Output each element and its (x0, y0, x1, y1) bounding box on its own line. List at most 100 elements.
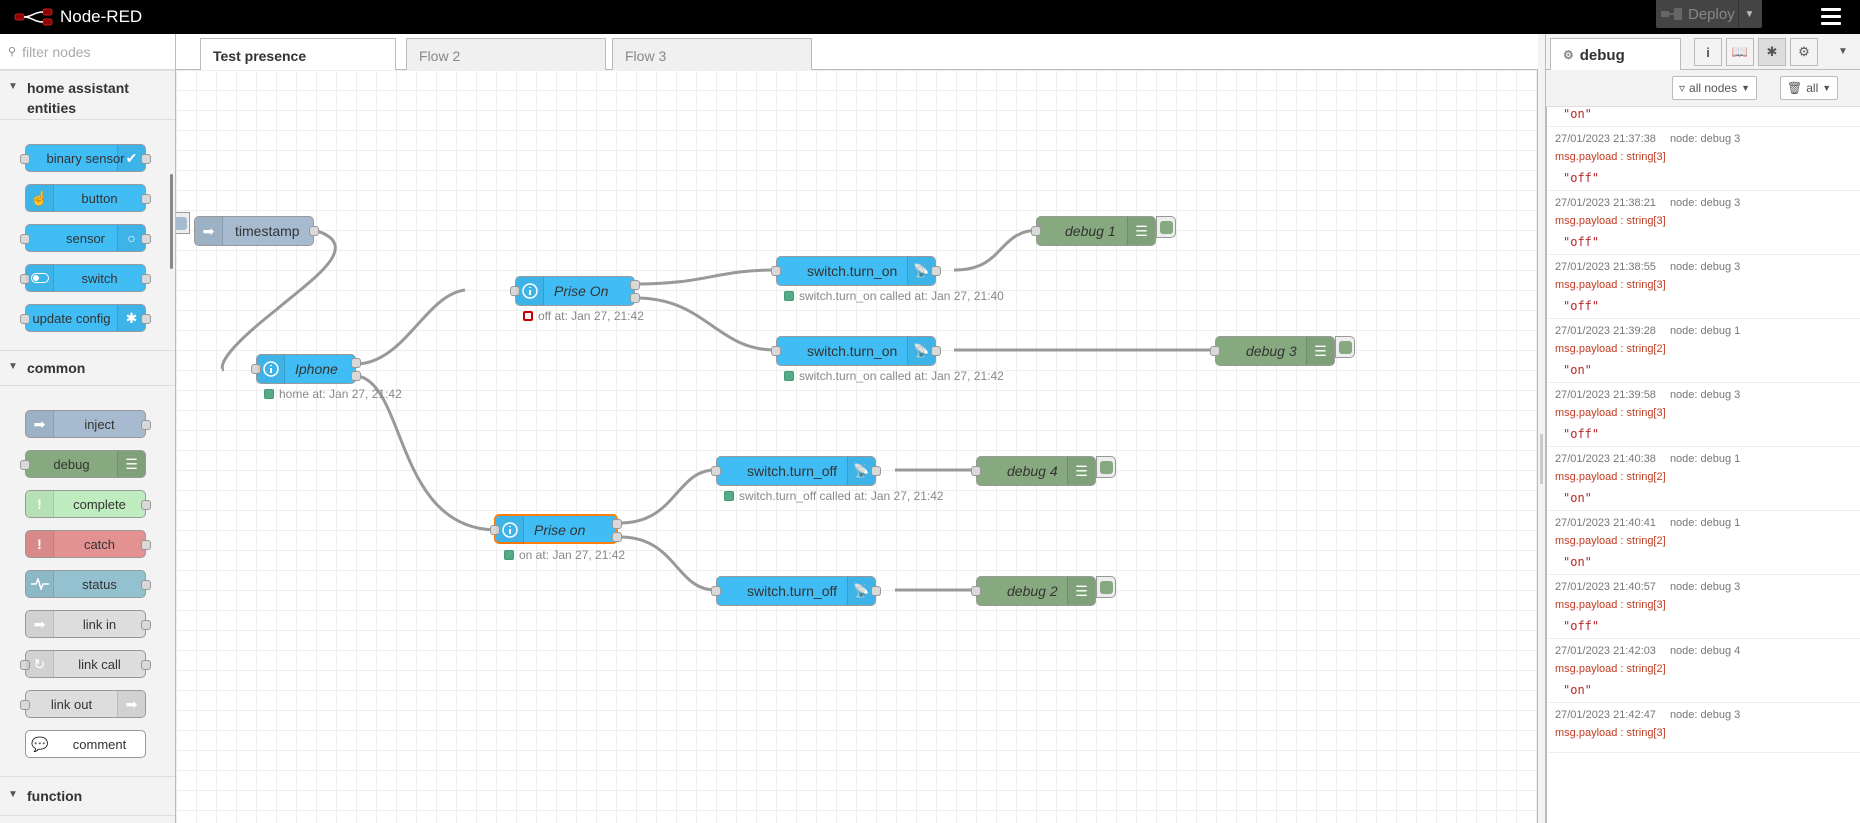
tab-debug[interactable]: ⚙ debug (1550, 38, 1681, 71)
router-icon: 📡 (847, 457, 875, 485)
deploy-dropdown-caret-icon[interactable]: ▼ (1738, 0, 1760, 28)
tab-flow-2[interactable]: Flow 2 (406, 38, 606, 70)
flow-node-debug-2[interactable]: debug 2 ☰ (971, 576, 1096, 606)
exclamation-icon: ! (26, 531, 54, 557)
sidebar: ⚙ debug i 📖 ✱ ⚙ ▼ ▿ all nodes ▼ 🗑 all ▼ … (1546, 34, 1860, 823)
palette-node-complete[interactable]: ! complete (25, 490, 151, 518)
palette-node-link-in[interactable]: ➡ link in (25, 610, 151, 638)
chevron-down-icon: ▼ (8, 789, 18, 800)
wire[interactable] (635, 268, 776, 286)
filter-icon: ▿ (1679, 81, 1686, 95)
wire[interactable] (619, 535, 716, 592)
filter-nodes-dropdown[interactable]: ▿ all nodes ▼ (1672, 76, 1757, 100)
wire[interactable] (953, 228, 1041, 272)
chevron-down-icon: ▼ (8, 361, 18, 372)
sidebar-splitter[interactable] (1538, 34, 1546, 823)
config-tab-button[interactable]: ⚙ (1790, 38, 1818, 66)
list-icon: ☰ (1127, 217, 1155, 245)
sidebar-tabs: ⚙ debug i 📖 ✱ ⚙ ▼ (1546, 34, 1860, 71)
palette-category-function[interactable]: ▼ function (0, 776, 175, 816)
debug-toggle-button[interactable] (1335, 336, 1355, 358)
wire[interactable] (358, 288, 466, 366)
info-tab-button[interactable]: i (1694, 38, 1722, 66)
palette-node-debug[interactable]: debug ☰ (20, 450, 146, 478)
palette-node-sensor[interactable]: sensor ○ (20, 224, 151, 252)
deploy-button[interactable]: Deploy ▼ (1656, 0, 1762, 28)
caret-down-icon: ▼ (1822, 83, 1832, 93)
arrow-right-icon: ➡ (26, 411, 54, 437)
category-title: home assistant entities (27, 80, 129, 116)
help-tab-button[interactable]: 📖 (1726, 38, 1754, 66)
pulse-icon (26, 571, 54, 597)
node-red-logo-icon (14, 8, 53, 26)
flow-node-debug-4[interactable]: debug 4 ☰ (971, 456, 1096, 486)
debug-message[interactable]: "on" (1547, 107, 1860, 127)
palette-node-status[interactable]: status (25, 570, 151, 598)
flow-node-iphone[interactable]: Iphone (251, 354, 361, 384)
book-icon: 📖 (1731, 44, 1749, 59)
tab-test-presence[interactable]: Test presence (200, 38, 396, 71)
palette-node-link-call[interactable]: ↻ link call (20, 650, 151, 678)
deploy-icon (1656, 0, 1688, 28)
debug-tab-button[interactable]: ✱ (1758, 38, 1786, 66)
palette-node-catch[interactable]: ! catch (25, 530, 151, 558)
wire[interactable] (635, 296, 776, 352)
palette-node-switch[interactable]: switch (20, 264, 151, 292)
flow-node-switch-turn-off-1[interactable]: switch.turn_off 📡 (711, 456, 881, 486)
wire[interactable] (220, 228, 337, 372)
palette-search[interactable]: ⚲ filter nodes (0, 34, 175, 70)
flow-node-prise-on-2[interactable]: Prise on (490, 514, 622, 544)
flow-node-timestamp[interactable]: ➡ timestamp (194, 216, 319, 246)
link-arrow-icon: ➡ (117, 691, 145, 717)
palette-node-binary-sensor[interactable]: binary sensor ✔ (20, 144, 151, 172)
clear-debug-dropdown[interactable]: 🗑 all ▼ (1780, 76, 1839, 100)
chevron-down-icon[interactable]: ▼ (1838, 46, 1848, 57)
palette-node-comment[interactable]: 💬 comment (25, 730, 146, 758)
flow-node-prise-on-1[interactable]: Prise On (510, 276, 640, 306)
tab-flow-3[interactable]: Flow 3 (612, 38, 812, 70)
trash-icon: 🗑 (1787, 81, 1803, 95)
debug-toggle-button[interactable] (1156, 216, 1176, 238)
debug-toggle-button[interactable] (1096, 576, 1116, 598)
hand-pointer-icon: ☝ (26, 185, 54, 211)
logo: Node-RED (14, 3, 142, 31)
wire[interactable] (619, 468, 716, 525)
workspace-canvas[interactable]: ➡ timestamp Iphone home at: Jan 27, 21:4… (176, 70, 1538, 823)
palette-node-update-config[interactable]: update config ✱ (20, 304, 151, 332)
flow-node-switch-turn-on-2[interactable]: switch.turn_on 📡 (771, 336, 941, 366)
header: Node-RED Deploy ▼ (0, 0, 1860, 34)
palette-node-link-out[interactable]: link out ➡ (20, 690, 146, 718)
palette-category-home-assistant[interactable]: ▼ home assistant entities (0, 70, 175, 120)
palette-node-inject[interactable]: ➡ inject (25, 410, 151, 438)
speech-bubble-icon: 💬 (31, 735, 49, 752)
debug-toolbar: ▿ all nodes ▼ 🗑 all ▼ (1546, 70, 1860, 107)
exclamation-icon: ! (26, 491, 54, 517)
wire[interactable] (357, 374, 498, 532)
flow-node-debug-1[interactable]: debug 1 ☰ (1031, 216, 1156, 246)
palette-node-button[interactable]: ☝ button (25, 184, 151, 212)
palette-category-common[interactable]: ▼ common (0, 350, 175, 386)
palette-scrollbar[interactable] (170, 174, 173, 269)
info-icon (516, 277, 544, 305)
flow-node-debug-3[interactable]: debug 3 ☰ (1210, 336, 1335, 366)
debug-toggle-button[interactable] (1096, 456, 1116, 478)
flow-node-switch-turn-off-2[interactable]: switch.turn_off 📡 (711, 576, 881, 606)
main-menu-button[interactable] (1816, 2, 1846, 30)
flow-node-switch-turn-on-1[interactable]: switch.turn_on 📡 (771, 256, 941, 286)
circle-icon: ○ (117, 225, 145, 251)
palette-search-input[interactable]: filter nodes (22, 43, 91, 60)
gear-icon: ⚙ (1798, 44, 1810, 59)
inject-trigger-button[interactable] (176, 212, 190, 234)
workspace-tabs: Test presence Flow 2 Flow 3 + ▼ (176, 34, 1700, 71)
